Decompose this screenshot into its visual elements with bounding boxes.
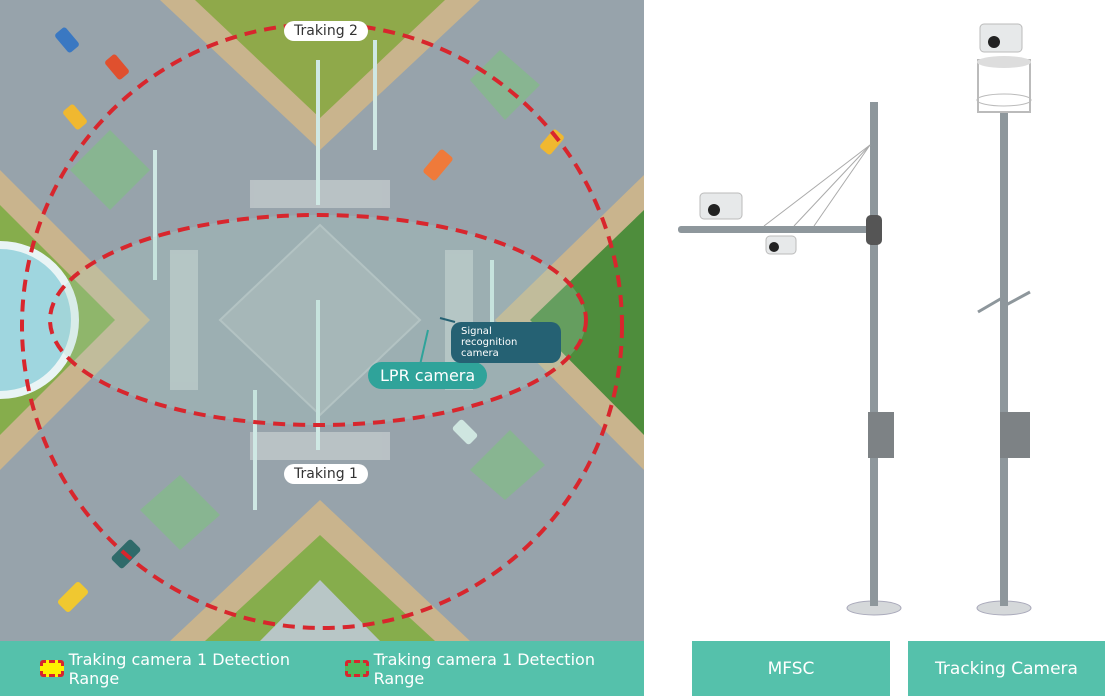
tracking-1-range xyxy=(48,213,588,427)
legend-item-yellow: Traking camera 1 Detection Range xyxy=(40,650,339,688)
tracking-2-range xyxy=(20,22,624,630)
yellow-swatch-icon xyxy=(40,660,64,677)
legend: Traking camera 1 Detection Range Traking… xyxy=(0,641,644,696)
equipment-illustration xyxy=(678,23,1032,616)
green-swatch-icon xyxy=(345,660,369,677)
legend-item-green: Traking camera 1 Detection Range xyxy=(345,650,644,688)
tracking-camera-label: Tracking Camera xyxy=(908,641,1105,696)
legend-label: Traking camera 1 Detection Range xyxy=(373,649,595,688)
signal-recognition-camera-label: Signal recognition camera xyxy=(451,322,561,363)
mfsc-pole-icon xyxy=(678,102,902,616)
tracking-1-label: Traking 1 xyxy=(284,464,368,484)
tracking-2-label: Traking 2 xyxy=(284,21,368,41)
mfsc-label: MFSC xyxy=(692,641,890,696)
legend-label: Traking camera 1 Detection Range xyxy=(68,649,290,688)
lpr-camera-label: LPR camera xyxy=(368,362,488,389)
tracking-camera-pole-icon xyxy=(976,23,1032,616)
intersection-map xyxy=(0,0,644,641)
